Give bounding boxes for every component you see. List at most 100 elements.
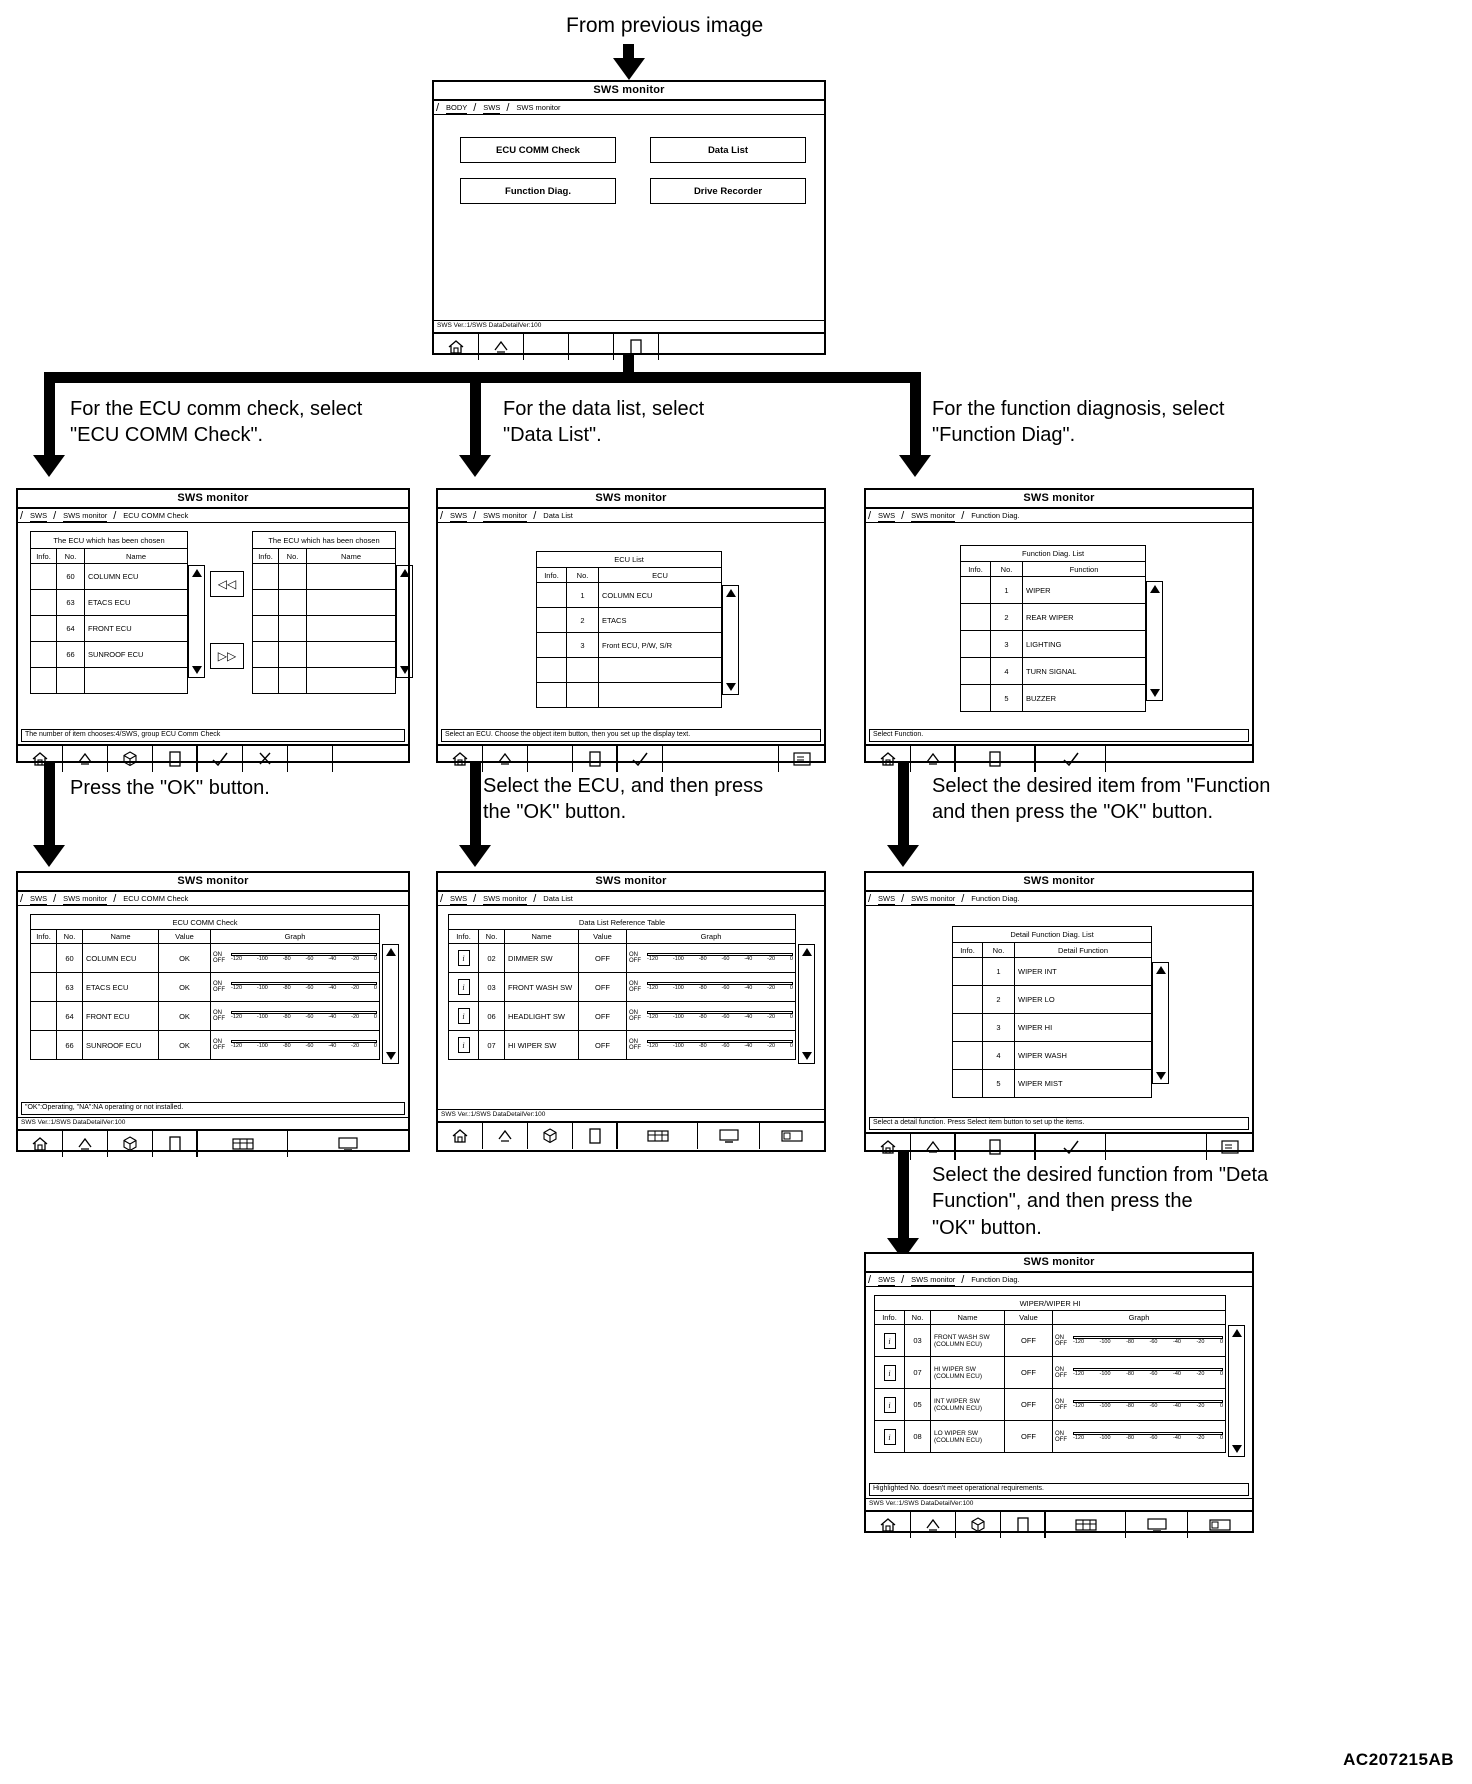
scroll-down-icon[interactable]: [399, 666, 410, 674]
scroll-down-icon[interactable]: [1231, 1445, 1242, 1453]
breadcrumb-item-sws[interactable]: /SWS: [20, 893, 48, 905]
table-row[interactable]: [252, 667, 396, 694]
page-icon[interactable]: [573, 746, 618, 772]
back-icon[interactable]: [911, 1134, 956, 1160]
home-icon[interactable]: [866, 1134, 911, 1160]
table-row[interactable]: [252, 641, 396, 668]
scroll-up-icon[interactable]: [1231, 1329, 1242, 1337]
info-icon[interactable]: i: [883, 1364, 896, 1381]
info-icon[interactable]: i: [457, 950, 470, 966]
table-row[interactable]: [252, 563, 396, 590]
back-icon[interactable]: [63, 1131, 108, 1157]
home-icon[interactable]: [18, 746, 63, 772]
scroll-up-icon[interactable]: [801, 948, 812, 956]
breadcrumb-item-sws-monitor[interactable]: /SWS monitor: [901, 510, 956, 522]
home-icon[interactable]: [434, 334, 479, 360]
breadcrumb-item-sws[interactable]: /SWS: [868, 1274, 896, 1286]
cube-icon[interactable]: [108, 1131, 153, 1157]
info-icon[interactable]: i: [883, 1396, 896, 1413]
breadcrumb-item-function-diag[interactable]: /Function Diag.: [961, 893, 1020, 905]
scrollbar-right-list[interactable]: [396, 565, 413, 678]
button-function-diag[interactable]: Function Diag.: [460, 178, 616, 204]
breadcrumb-item-sws-monitor[interactable]: /SWS monitor: [901, 1274, 956, 1286]
cube-icon[interactable]: [528, 1123, 573, 1149]
page-icon[interactable]: [956, 746, 1036, 772]
page-icon[interactable]: [573, 1123, 618, 1149]
button-move-left[interactable]: ◁◁: [210, 571, 244, 597]
table-icon[interactable]: [1046, 1512, 1126, 1538]
table-icon[interactable]: [198, 1131, 288, 1157]
check-icon[interactable]: [1036, 1134, 1106, 1160]
scroll-down-icon[interactable]: [1155, 1072, 1166, 1080]
breadcrumb-item-sws[interactable]: /SWS: [868, 893, 896, 905]
info-icon[interactable]: i: [457, 1008, 470, 1024]
monitor-icon[interactable]: [698, 1123, 760, 1149]
info-icon[interactable]: i: [457, 979, 470, 995]
scrollbar-reference-list[interactable]: [798, 944, 815, 1064]
table-row[interactable]: [536, 657, 722, 683]
table-row[interactable]: [30, 667, 188, 694]
home-icon[interactable]: [438, 746, 483, 772]
check-icon[interactable]: [198, 746, 243, 772]
button-move-right[interactable]: ▷▷: [210, 643, 244, 669]
report-icon[interactable]: [779, 746, 824, 772]
breadcrumb-item-sws-monitor[interactable]: /SWS monitor: [473, 893, 528, 905]
breadcrumb-item-sws[interactable]: /SWS: [473, 102, 501, 114]
breadcrumb-item-function-diag[interactable]: /Function Diag.: [961, 1274, 1020, 1286]
scroll-up-icon[interactable]: [191, 569, 202, 577]
back-icon[interactable]: [479, 334, 524, 360]
button-data-list[interactable]: Data List: [650, 137, 806, 163]
back-icon[interactable]: [483, 746, 528, 772]
scroll-down-icon[interactable]: [725, 683, 736, 691]
breadcrumb-item-sws-monitor[interactable]: /SWS monitor: [901, 893, 956, 905]
scrollbar-detail-list[interactable]: [1152, 962, 1169, 1084]
scroll-up-icon[interactable]: [1149, 585, 1160, 593]
breadcrumb-item-ecu-comm-check[interactable]: /ECU COMM Check: [113, 893, 189, 905]
page-icon[interactable]: [153, 746, 198, 772]
cube-icon[interactable]: [108, 746, 153, 772]
check-icon[interactable]: [1036, 746, 1106, 772]
check-icon[interactable]: [618, 746, 663, 772]
home-icon[interactable]: [866, 1512, 911, 1538]
back-icon[interactable]: [911, 1512, 956, 1538]
table-icon[interactable]: [618, 1123, 698, 1149]
scissors-icon[interactable]: [243, 746, 288, 772]
scroll-down-icon[interactable]: [385, 1052, 396, 1060]
table-row[interactable]: [252, 615, 396, 642]
scroll-down-icon[interactable]: [801, 1052, 812, 1060]
scrollbar-left-list[interactable]: [188, 565, 205, 678]
breadcrumb-item-sws-monitor[interactable]: /SWS monitor: [53, 893, 108, 905]
scrollbar-ecu-list[interactable]: [722, 585, 739, 695]
page-icon[interactable]: [956, 1134, 1036, 1160]
back-icon[interactable]: [911, 746, 956, 772]
breadcrumb-item-sws[interactable]: /SWS: [440, 510, 468, 522]
breadcrumb-item-ecu-comm-check[interactable]: /ECU COMM Check: [113, 510, 189, 522]
page-icon[interactable]: [153, 1131, 198, 1157]
breadcrumb-item-function-diag[interactable]: /Function Diag.: [961, 510, 1020, 522]
scroll-down-icon[interactable]: [191, 666, 202, 674]
home-icon[interactable]: [438, 1123, 483, 1149]
window-icon[interactable]: [1188, 1512, 1252, 1538]
